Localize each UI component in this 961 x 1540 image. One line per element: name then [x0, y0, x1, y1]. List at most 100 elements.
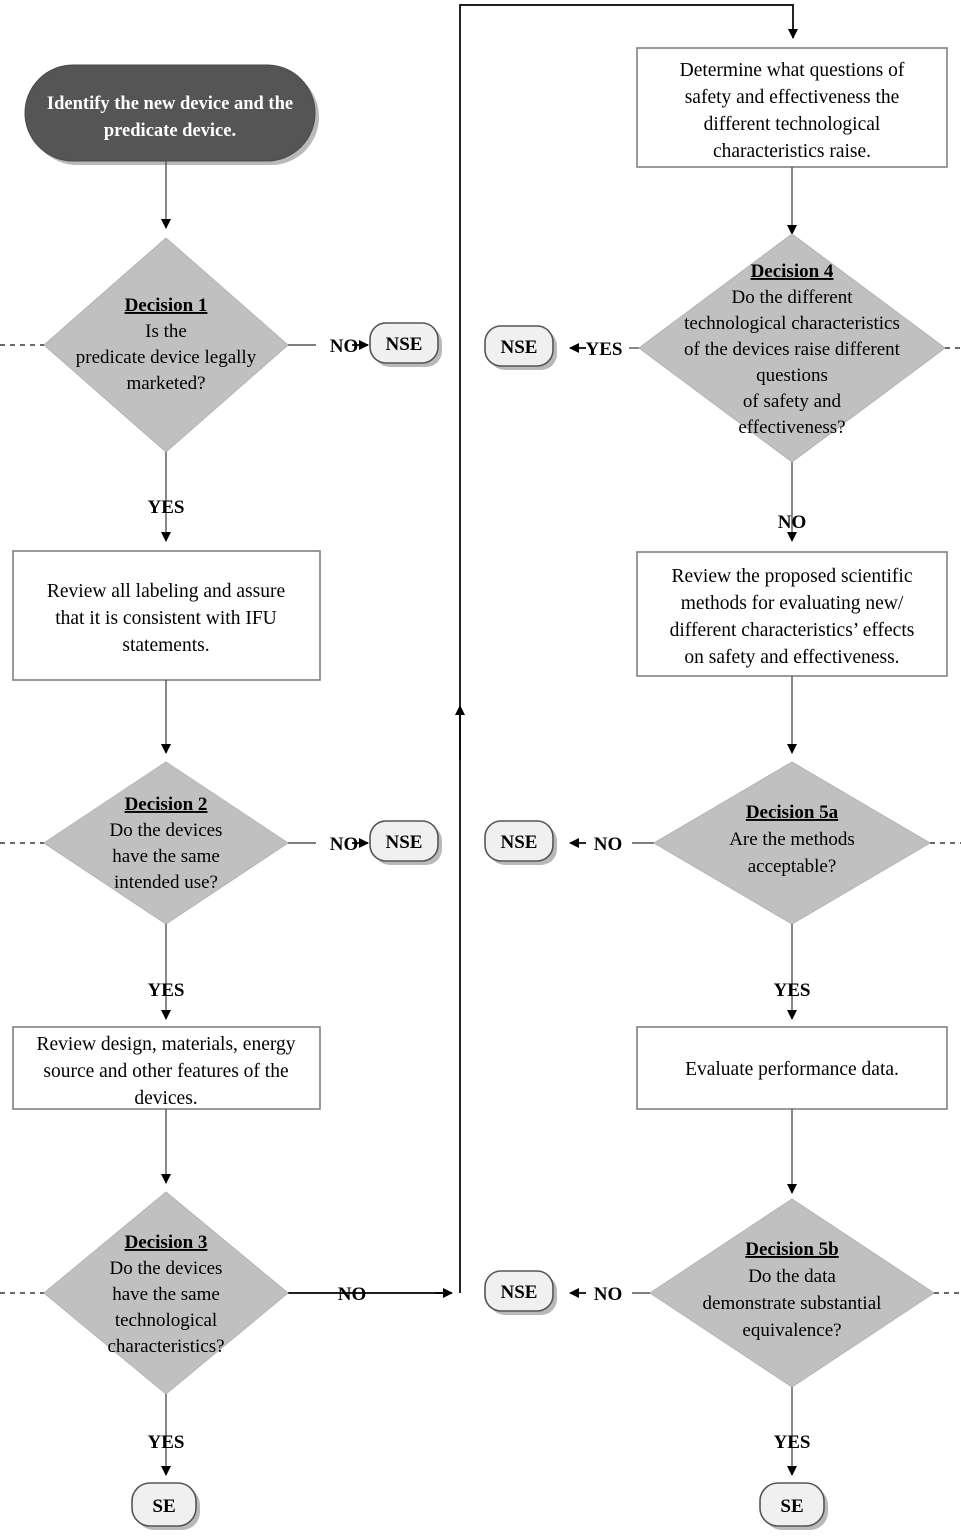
edge-label-d4-yes: YES	[586, 339, 623, 360]
decision-2-title: Decision 2	[125, 794, 208, 815]
decision-4-line5: of safety and	[743, 391, 842, 412]
nse-4-label: NSE	[501, 337, 538, 358]
se-left-label: SE	[152, 1496, 175, 1517]
process-4-line4: on safety and effectiveness.	[684, 647, 899, 668]
start-label-line1: Identify the new device and the	[47, 94, 293, 114]
nse-2-label: NSE	[386, 832, 423, 853]
connector-d3-yes: YES	[148, 1394, 184, 1476]
nse-5b-label: NSE	[501, 1282, 538, 1303]
connector-d5b-yes: YES	[774, 1387, 811, 1476]
node-decision-1[interactable]: Decision 1 Is the predicate device legal…	[43, 237, 289, 453]
node-process-3[interactable]: Determine what questions of safety and e…	[636, 47, 948, 168]
node-decision-4[interactable]: Decision 4 Do the different technologica…	[638, 233, 946, 463]
process-2-line2: source and other features of the	[43, 1061, 288, 1082]
connector-d2-yes: YES	[148, 924, 185, 1020]
process-3-line4: characteristics raise.	[713, 141, 871, 162]
decision-1-line1: Is the	[145, 321, 187, 342]
nse-5a-label: NSE	[501, 832, 538, 853]
process-1-shape	[12, 550, 321, 681]
start-shape	[24, 64, 316, 162]
connector-d4-yes: YES	[569, 339, 639, 360]
decision-3-line3: technological	[115, 1310, 217, 1331]
edge-label-d3-no: NO	[338, 1284, 367, 1305]
process-4-line1: Review the proposed scientific	[672, 566, 913, 587]
decision-5b-line3: equivalence?	[742, 1320, 841, 1341]
connector-d5a-no: NO	[569, 834, 654, 855]
node-decision-5b[interactable]: Decision 5b Do the data demonstrate subs…	[649, 1198, 935, 1388]
node-nse-4[interactable]: NSE	[484, 325, 557, 370]
process-3-line3: different technological	[704, 114, 881, 135]
decision-2-shape	[43, 761, 289, 925]
decision-5b-title: Decision 5b	[745, 1239, 838, 1260]
start-label-line2: predicate device.	[104, 121, 236, 141]
nse-4-shape	[484, 325, 554, 367]
connector-d4-no: NO	[778, 462, 807, 542]
node-se-left[interactable]: SE	[131, 1482, 200, 1530]
connector-d3-to-p3	[280, 4, 798, 1298]
decision-3-line2: have the same	[112, 1284, 220, 1305]
node-start[interactable]: Identify the new device and the predicat…	[24, 64, 319, 165]
edge-label-d5b-no: NO	[594, 1284, 623, 1305]
se-right-label: SE	[780, 1496, 803, 1517]
process-3-line2: safety and effectiveness the	[685, 87, 900, 108]
decision-4-line1: Do the different	[732, 287, 854, 308]
se-right-shape	[759, 1482, 825, 1527]
decision-4-line6: effectiveness?	[738, 417, 845, 438]
process-5-shape	[636, 1026, 948, 1110]
edge-label-d2-no: NO	[330, 834, 359, 855]
node-decision-5a[interactable]: Decision 5a Are the methods acceptable?	[653, 761, 931, 925]
node-nse-5b[interactable]: NSE	[484, 1270, 557, 1315]
node-process-5[interactable]: Evaluate performance data.	[636, 1026, 948, 1110]
process-4-line2: methods for evaluating new/	[681, 593, 904, 614]
process-2-line3: devices.	[134, 1088, 197, 1109]
process-5-line1: Evaluate performance data.	[685, 1059, 899, 1080]
edge-label-d1-yes: YES	[148, 497, 185, 518]
decision-4-line4: questions	[756, 365, 828, 386]
connector-d1-yes: YES	[148, 452, 185, 542]
process-1-line2: that it is consistent with IFU	[55, 608, 277, 629]
decision-2-line3: intended use?	[114, 872, 218, 893]
node-process-4[interactable]: Review the proposed scientific methods f…	[636, 551, 948, 677]
nse-1-shape	[369, 322, 439, 364]
decision-5b-line1: Do the data	[748, 1266, 836, 1287]
decision-1-title: Decision 1	[125, 295, 208, 316]
process-2-line1: Review design, materials, energy	[36, 1034, 295, 1055]
decision-3-line4: characteristics?	[107, 1336, 224, 1357]
decision-1-line3: marketed?	[126, 373, 205, 394]
edge-label-d5b-yes: YES	[774, 1432, 811, 1453]
nse-5a-shape	[484, 820, 554, 862]
connector-d5a-yes: YES	[774, 924, 811, 1020]
process-4-shape	[636, 551, 948, 677]
decision-4-line2: technological characteristics	[684, 313, 900, 334]
node-process-1[interactable]: Review all labeling and assure that it i…	[12, 550, 321, 681]
decision-3-line1: Do the devices	[110, 1258, 223, 1279]
nse-2-shape	[369, 820, 439, 862]
process-3-shape	[636, 47, 948, 168]
node-decision-3[interactable]: Decision 3 Do the devices have the same …	[43, 1191, 289, 1395]
decision-4-title: Decision 4	[751, 261, 834, 282]
node-nse-2[interactable]: NSE	[369, 820, 442, 865]
process-3-line1: Determine what questions of	[680, 60, 905, 81]
decision-5a-title: Decision 5a	[746, 802, 839, 823]
node-nse-1[interactable]: NSE	[369, 322, 442, 367]
decision-5b-line2: demonstrate substantial	[703, 1293, 882, 1314]
connector-d2-no: NO	[288, 834, 369, 855]
node-process-2[interactable]: Review design, materials, energy source …	[12, 1026, 321, 1110]
edge-label-d4-no: NO	[778, 512, 807, 533]
process-4-line3: different characteristics’ effects	[670, 620, 915, 641]
decision-1-shape	[43, 237, 289, 453]
edge-label-d2-yes: YES	[148, 980, 185, 1001]
node-se-right[interactable]: SE	[759, 1482, 828, 1530]
nse-5b-shape	[484, 1270, 554, 1312]
decision-2-line2: have the same	[112, 846, 220, 867]
edge-label-d5a-no: NO	[594, 834, 623, 855]
node-decision-2[interactable]: Decision 2 Do the devices have the same …	[43, 761, 289, 925]
edge-label-d5a-yes: YES	[774, 980, 811, 1001]
process-1-line1: Review all labeling and assure	[47, 581, 285, 602]
decision-5a-line1: Are the methods	[729, 829, 855, 850]
process-1-line3: statements.	[122, 635, 209, 656]
edge-label-d1-no: NO	[330, 336, 359, 357]
node-nse-5a[interactable]: NSE	[484, 820, 557, 865]
